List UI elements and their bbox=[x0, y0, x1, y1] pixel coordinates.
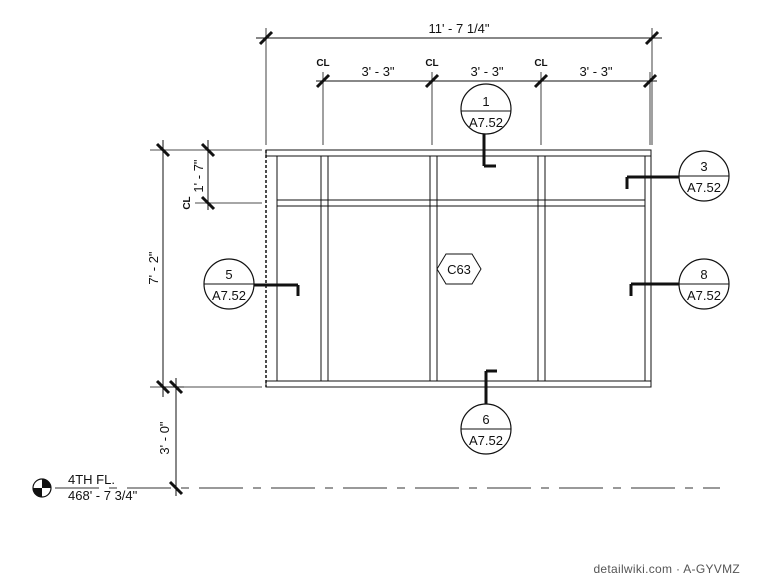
callout-5-sheet: A7.52 bbox=[212, 288, 246, 303]
centerline-symbol-1: CL bbox=[316, 58, 329, 69]
bay-3-label: 3' - 3" bbox=[579, 64, 612, 79]
level-name: 4TH FL. bbox=[68, 472, 115, 487]
callout-8-sheet: A7.52 bbox=[687, 288, 721, 303]
centerline-symbol-3: CL bbox=[534, 58, 547, 69]
section-callout-8[interactable]: 8 A7.52 bbox=[629, 258, 730, 310]
storefront-frame bbox=[265, 149, 652, 388]
sill-label: 3' - 0" bbox=[157, 421, 172, 454]
centerline-symbol-transom: CL bbox=[182, 196, 193, 209]
svg-text:C63: C63 bbox=[447, 262, 471, 277]
height-label: 7' - 2" bbox=[146, 251, 161, 284]
overall-width-dimension bbox=[256, 28, 662, 145]
overall-width-label: 11' - 7 1/4" bbox=[428, 21, 489, 36]
level-elevation: 468' - 7 3/4" bbox=[68, 488, 138, 503]
bay-dimensions bbox=[315, 72, 658, 145]
section-callout-5[interactable]: 5 A7.52 bbox=[203, 258, 300, 310]
callout-1-number: 1 bbox=[482, 94, 489, 109]
callout-1-sheet: A7.52 bbox=[469, 115, 503, 130]
callout-6-sheet: A7.52 bbox=[469, 433, 503, 448]
transom-dimension bbox=[195, 140, 262, 211]
svg-text:CL: CL bbox=[425, 58, 438, 69]
watermark: detailwiki.com · A-GYVMZ bbox=[593, 562, 740, 576]
centerline-symbol-2: CL bbox=[425, 58, 438, 69]
callout-6-number: 6 bbox=[482, 412, 489, 427]
callout-3-number: 3 bbox=[700, 159, 707, 174]
section-callout-1[interactable]: 1 A7.52 bbox=[460, 83, 512, 168]
level-datum-icon bbox=[32, 478, 52, 498]
bay-2-label: 3' - 3" bbox=[470, 64, 503, 79]
bay-1-label: 3' - 3" bbox=[361, 64, 394, 79]
callout-3-sheet: A7.52 bbox=[687, 180, 721, 195]
transom-label: 1' - 7" bbox=[191, 159, 206, 192]
callout-8-number: 8 bbox=[700, 267, 707, 282]
section-callout-6[interactable]: 6 A7.52 bbox=[460, 369, 512, 455]
svg-text:CL: CL bbox=[316, 58, 329, 69]
type-tag: C63 bbox=[436, 253, 482, 285]
section-callout-3[interactable]: 3 A7.52 bbox=[625, 150, 730, 202]
callout-5-number: 5 bbox=[225, 267, 232, 282]
svg-text:CL: CL bbox=[534, 58, 547, 69]
sill-dimension bbox=[163, 378, 184, 496]
